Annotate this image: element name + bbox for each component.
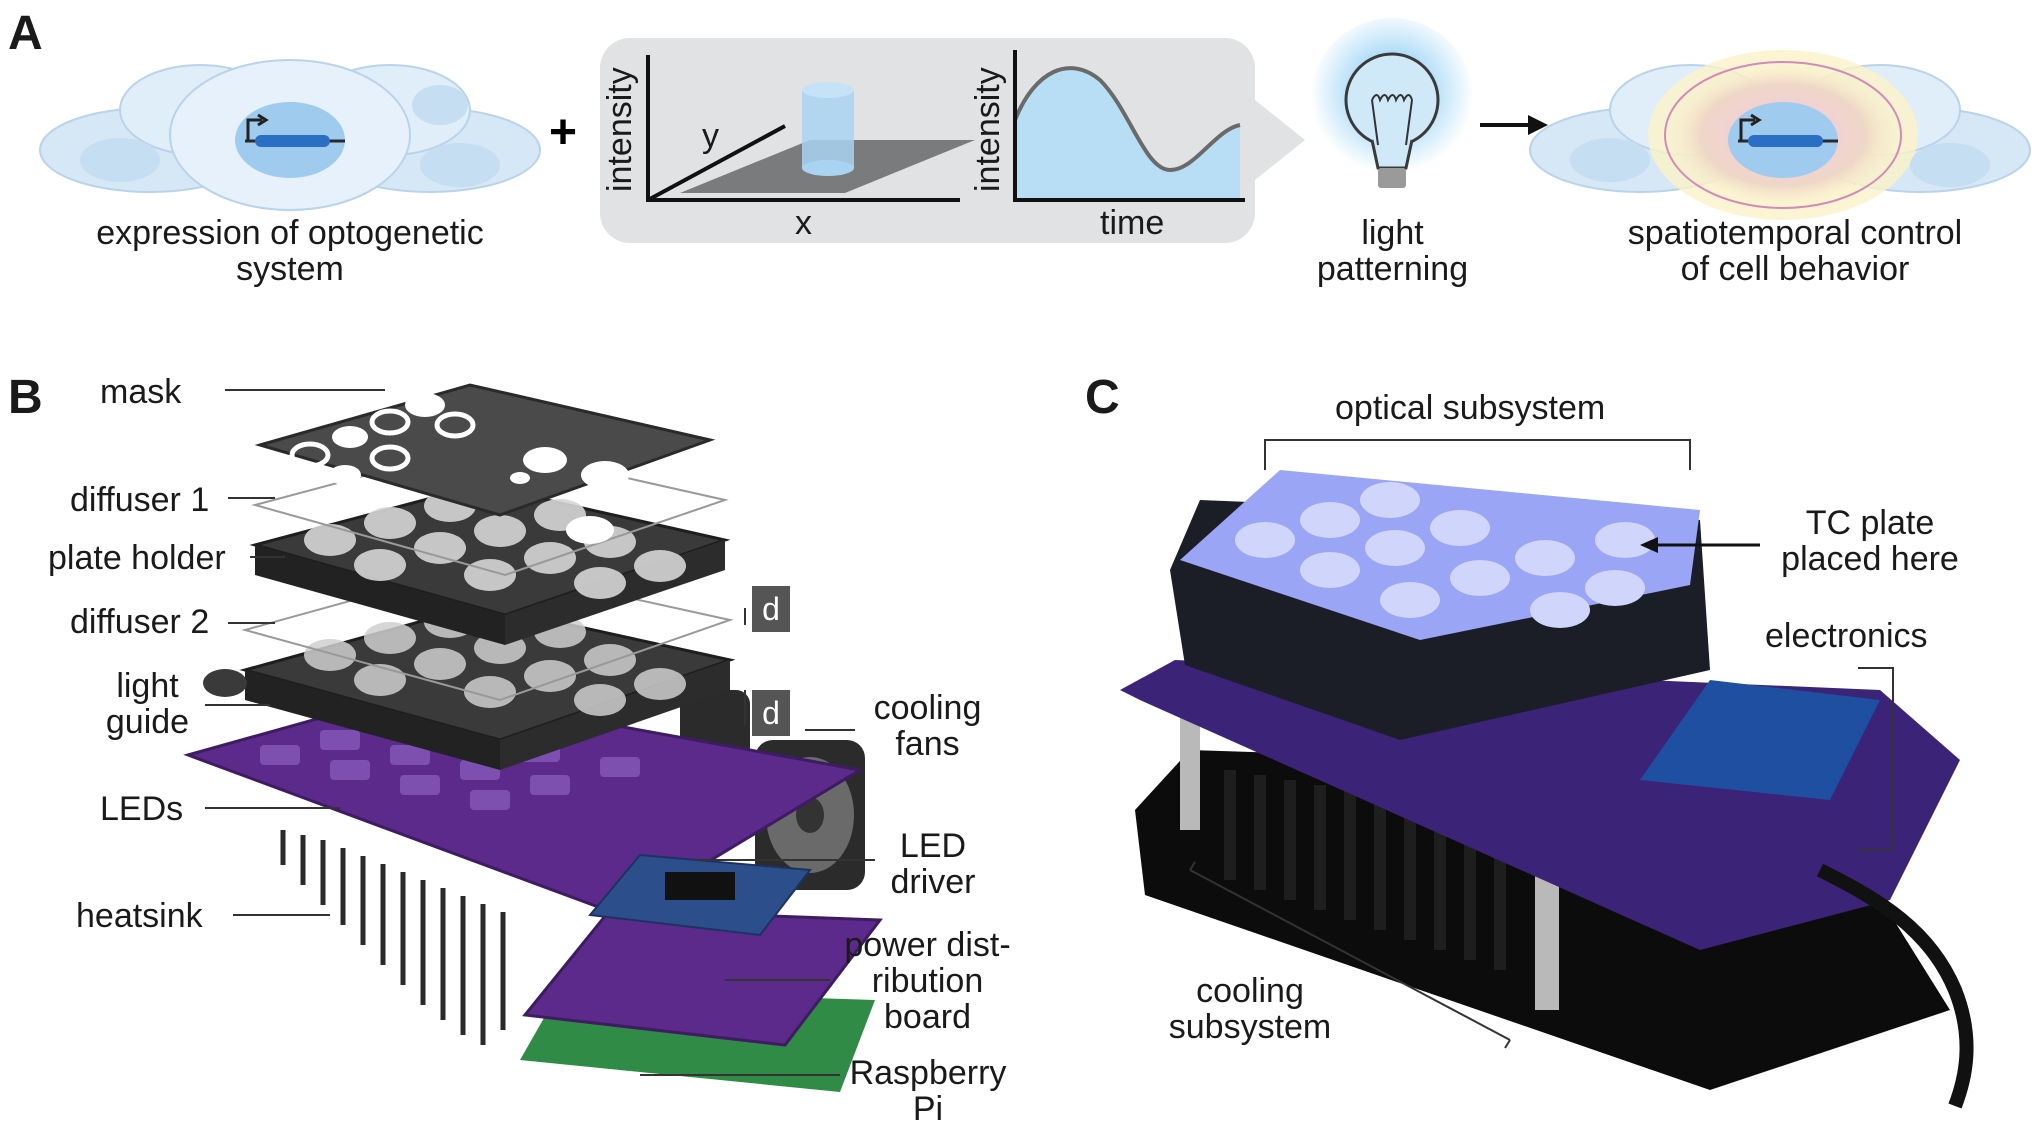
label-power-distribution-board: power dist- ribution board — [844, 926, 1011, 1036]
label-raspberry-pi: Raspberry Pi — [849, 1054, 1007, 1128]
panel-label-c: C — [1085, 371, 1120, 424]
label-plate-holder: plate holder — [48, 539, 226, 577]
spatial-plot-zlabel: y — [702, 117, 719, 155]
panel-label-b: B — [8, 371, 43, 424]
label-cooling-fans: cooling fans — [873, 689, 982, 763]
label-optical-subsystem: optical subsystem — [1335, 389, 1606, 427]
diffuser-2 — [241, 563, 734, 702]
label-light-guide: light guide — [105, 667, 190, 741]
label-diffuser-1: diffuser 1 — [70, 481, 210, 519]
raspberry-pi-board — [520, 990, 875, 1092]
light-guide — [239, 603, 736, 742]
spatial-plot-xlabel: x — [795, 204, 812, 242]
arrow-right-icon — [1480, 115, 1548, 135]
temporal-plot-xlabel: time — [1100, 204, 1165, 242]
label-mask: mask — [100, 373, 182, 411]
temporal-plot-ylabel: intensity — [969, 67, 1007, 192]
diffuser-1 — [251, 443, 729, 577]
spatiotemporal-caption: spatiotemporal control of cell behavior — [1627, 214, 1963, 288]
expression-caption: expression of optogenetic system — [96, 214, 484, 288]
plus-sign: + — [549, 106, 577, 159]
light-bulb-icon — [1310, 18, 1474, 188]
spatial-plot-ylabel: intensity — [601, 67, 639, 192]
label-diffuser-2: diffuser 2 — [70, 603, 210, 641]
temporal-plot — [1013, 50, 1245, 202]
led-pads — [260, 712, 640, 810]
panel-a-graphics: + — [39, 18, 2031, 243]
heatsink-fins — [280, 830, 506, 1045]
label-led-driver: LED driver — [890, 827, 976, 901]
cell-cluster-left — [39, 59, 541, 211]
led-driver-board — [588, 853, 812, 937]
cell-cluster-right — [1529, 50, 2031, 220]
spacing-d-box-1: d — [752, 586, 790, 632]
label-electronics: electronics — [1765, 617, 1928, 655]
label-cooling-subsystem: cooling subsystem — [1168, 972, 1332, 1046]
plate-holder — [249, 483, 731, 617]
label-tc-plate: TC plate placed here — [1781, 504, 1959, 578]
panel-label-a: A — [8, 7, 43, 60]
mask-plate — [254, 383, 716, 517]
label-heatsink: heatsink — [76, 897, 203, 935]
spatial-plot — [646, 55, 975, 202]
power-board — [522, 908, 883, 1047]
label-leds: LEDs — [100, 790, 184, 828]
mask-holes — [289, 393, 666, 544]
spacing-d-box-2: d — [752, 690, 790, 736]
light-patterning-caption: light patterning — [1316, 214, 1469, 288]
tc-plate-arrow-icon — [1640, 537, 1760, 553]
